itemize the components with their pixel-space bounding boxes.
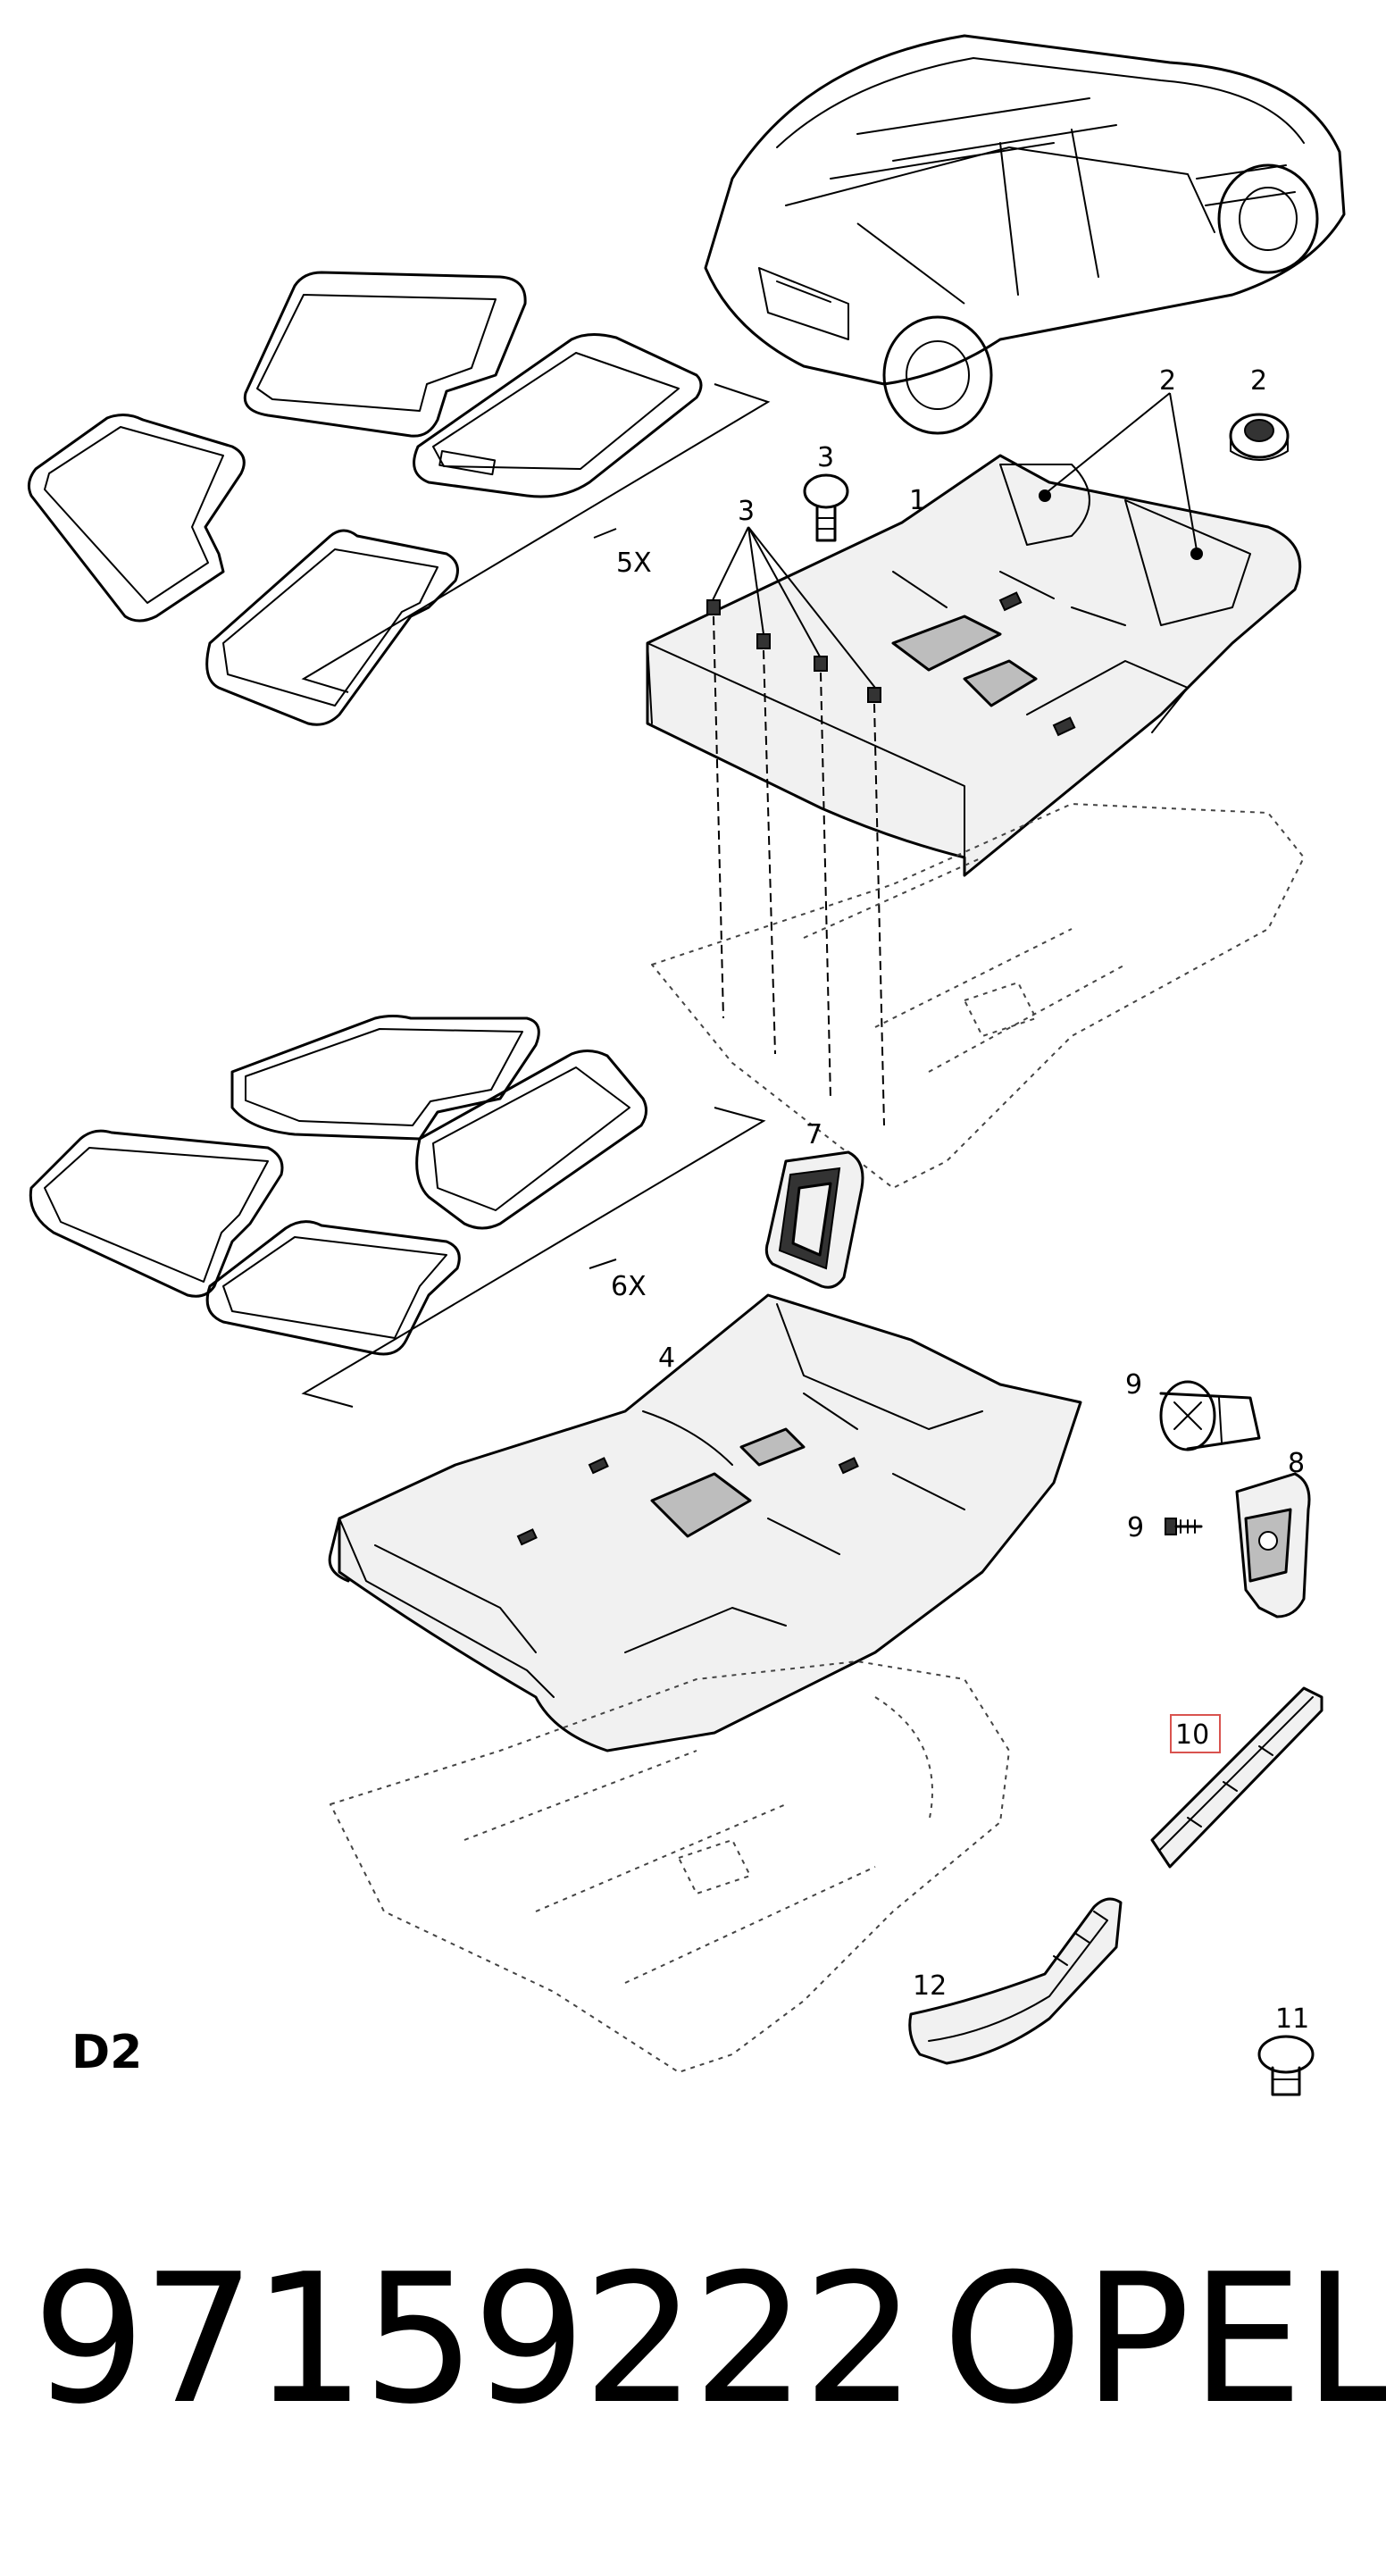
callout-9a: 9 bbox=[1125, 1369, 1142, 1401]
part-number: 97159222 bbox=[32, 2236, 916, 2444]
part-12-sill-trim bbox=[908, 1897, 1123, 2065]
vehicle-illustration bbox=[704, 34, 1346, 435]
callout-12: 12 bbox=[913, 1970, 947, 2002]
part-9-plug bbox=[1159, 1380, 1261, 1451]
callout-7: 7 bbox=[806, 1119, 822, 1150]
callout-11: 11 bbox=[1275, 2003, 1309, 2035]
part-10-sill-strip bbox=[1150, 1686, 1323, 1869]
callout-1: 1 bbox=[909, 485, 926, 516]
part-11-clip bbox=[1257, 2035, 1315, 2096]
callout-10: 10 bbox=[1175, 1719, 1209, 1751]
callout-2b: 2 bbox=[1250, 365, 1267, 397]
front-floor-panel-4 bbox=[328, 1293, 1082, 1752]
brand-name: OPEL bbox=[942, 2236, 1386, 2444]
rear-floor-panel-1 bbox=[646, 454, 1302, 877]
callout-3a: 3 bbox=[817, 442, 834, 473]
callout-2a: 2 bbox=[1159, 365, 1176, 397]
part-8-bracket bbox=[1235, 1472, 1311, 1618]
callout-3b: 3 bbox=[738, 496, 755, 527]
screw-3-standalone bbox=[803, 473, 849, 542]
callout-8: 8 bbox=[1288, 1448, 1305, 1479]
part-7-insert bbox=[764, 1150, 864, 1289]
ghost-floor-lower bbox=[330, 1660, 1010, 2073]
ghost-floor-upper bbox=[651, 803, 1305, 1189]
mat-set-5x bbox=[27, 271, 771, 726]
mat-set-6x bbox=[29, 1015, 766, 1408]
clip-2-push-nut bbox=[1229, 413, 1290, 461]
callout-9b: 9 bbox=[1127, 1512, 1144, 1543]
screws-3-group bbox=[706, 526, 885, 1126]
callout-10-box bbox=[1170, 1714, 1221, 1753]
sheet-code: D2 bbox=[71, 2026, 143, 2079]
callout-5x: 5X bbox=[616, 548, 652, 579]
part-9-screw bbox=[1165, 1518, 1203, 1535]
callout-6x: 6X bbox=[611, 1271, 647, 1302]
callout-4: 4 bbox=[658, 1342, 675, 1374]
